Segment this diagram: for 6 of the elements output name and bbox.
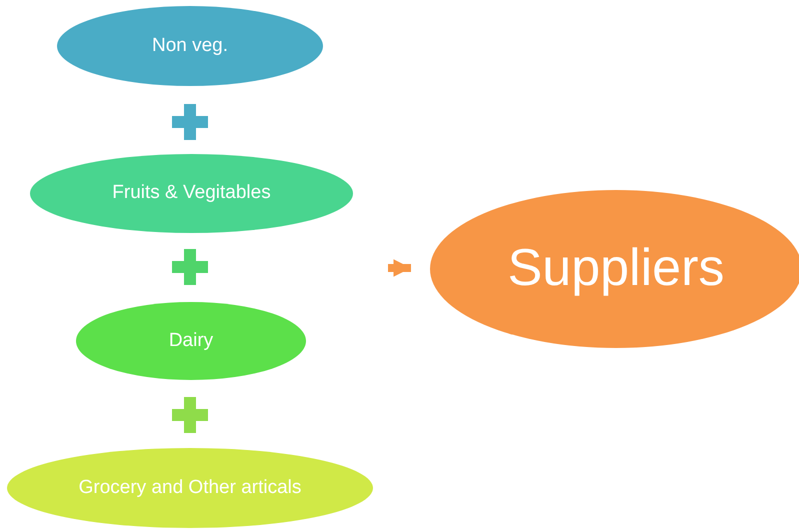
node-label: Fruits & Vegitables bbox=[112, 181, 271, 206]
arrow bbox=[388, 259, 411, 277]
node-label: Suppliers bbox=[508, 238, 724, 300]
node-label: Grocery and Other articals bbox=[78, 476, 302, 500]
node-label: Non veg. bbox=[152, 34, 228, 58]
node-label: Dairy bbox=[168, 328, 214, 353]
